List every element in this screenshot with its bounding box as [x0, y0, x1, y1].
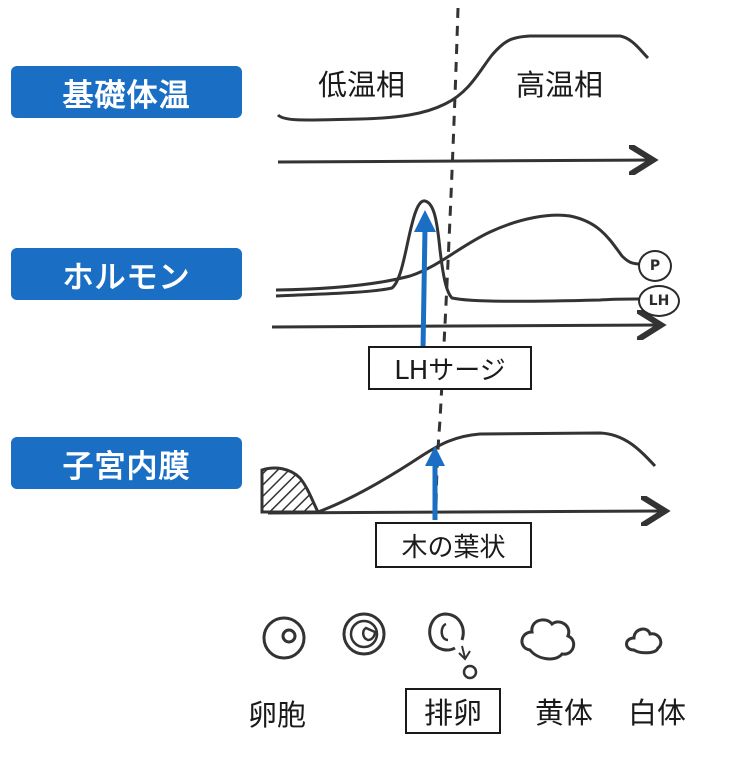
basal-temp-curve: [276, 34, 650, 122]
lh-surge-arrow-shaft: [420, 227, 428, 351]
hormone-label: ホルモン: [11, 248, 242, 300]
low-phase-label: 低温相: [318, 68, 406, 102]
leaf-arrow-head: [425, 446, 445, 466]
progesterone-curve: [275, 213, 641, 292]
lh-surge-callout: LHサージ: [368, 346, 532, 390]
basal-temp-axis: [277, 160, 650, 162]
corpus-luteum-icon: [520, 618, 576, 661]
mature-follicle-icon: [342, 612, 386, 656]
endometrium-curve: [317, 431, 657, 514]
ovulation-icon: [428, 612, 478, 680]
leaf-shape-callout: 木の葉状: [375, 522, 532, 568]
ovulation-dashed-line: [434, 7, 460, 521]
stage-follicle: 卵胞: [248, 698, 307, 732]
stage-corpus-luteum: 黄体: [535, 696, 594, 730]
endometrium-shed-area: [260, 466, 321, 514]
stage-corpus-albicans: 白体: [628, 696, 687, 730]
lh-curve: [275, 199, 641, 303]
high-phase-label: 高温相: [516, 68, 604, 102]
progesterone-tag: P: [638, 250, 672, 282]
hormone-axis: [271, 325, 658, 327]
follicle-icon: [262, 616, 306, 660]
endometrium-axis: [267, 511, 662, 513]
corpus-albicans-icon: [625, 627, 663, 655]
stage-ovulation: 排卵: [405, 688, 501, 734]
lh-tag: LH: [638, 285, 680, 317]
endometrium-label: 子宮内膜: [11, 437, 242, 489]
basal-temp-label: 基礎体温: [11, 66, 242, 118]
lh-surge-arrow-head: [414, 210, 436, 232]
